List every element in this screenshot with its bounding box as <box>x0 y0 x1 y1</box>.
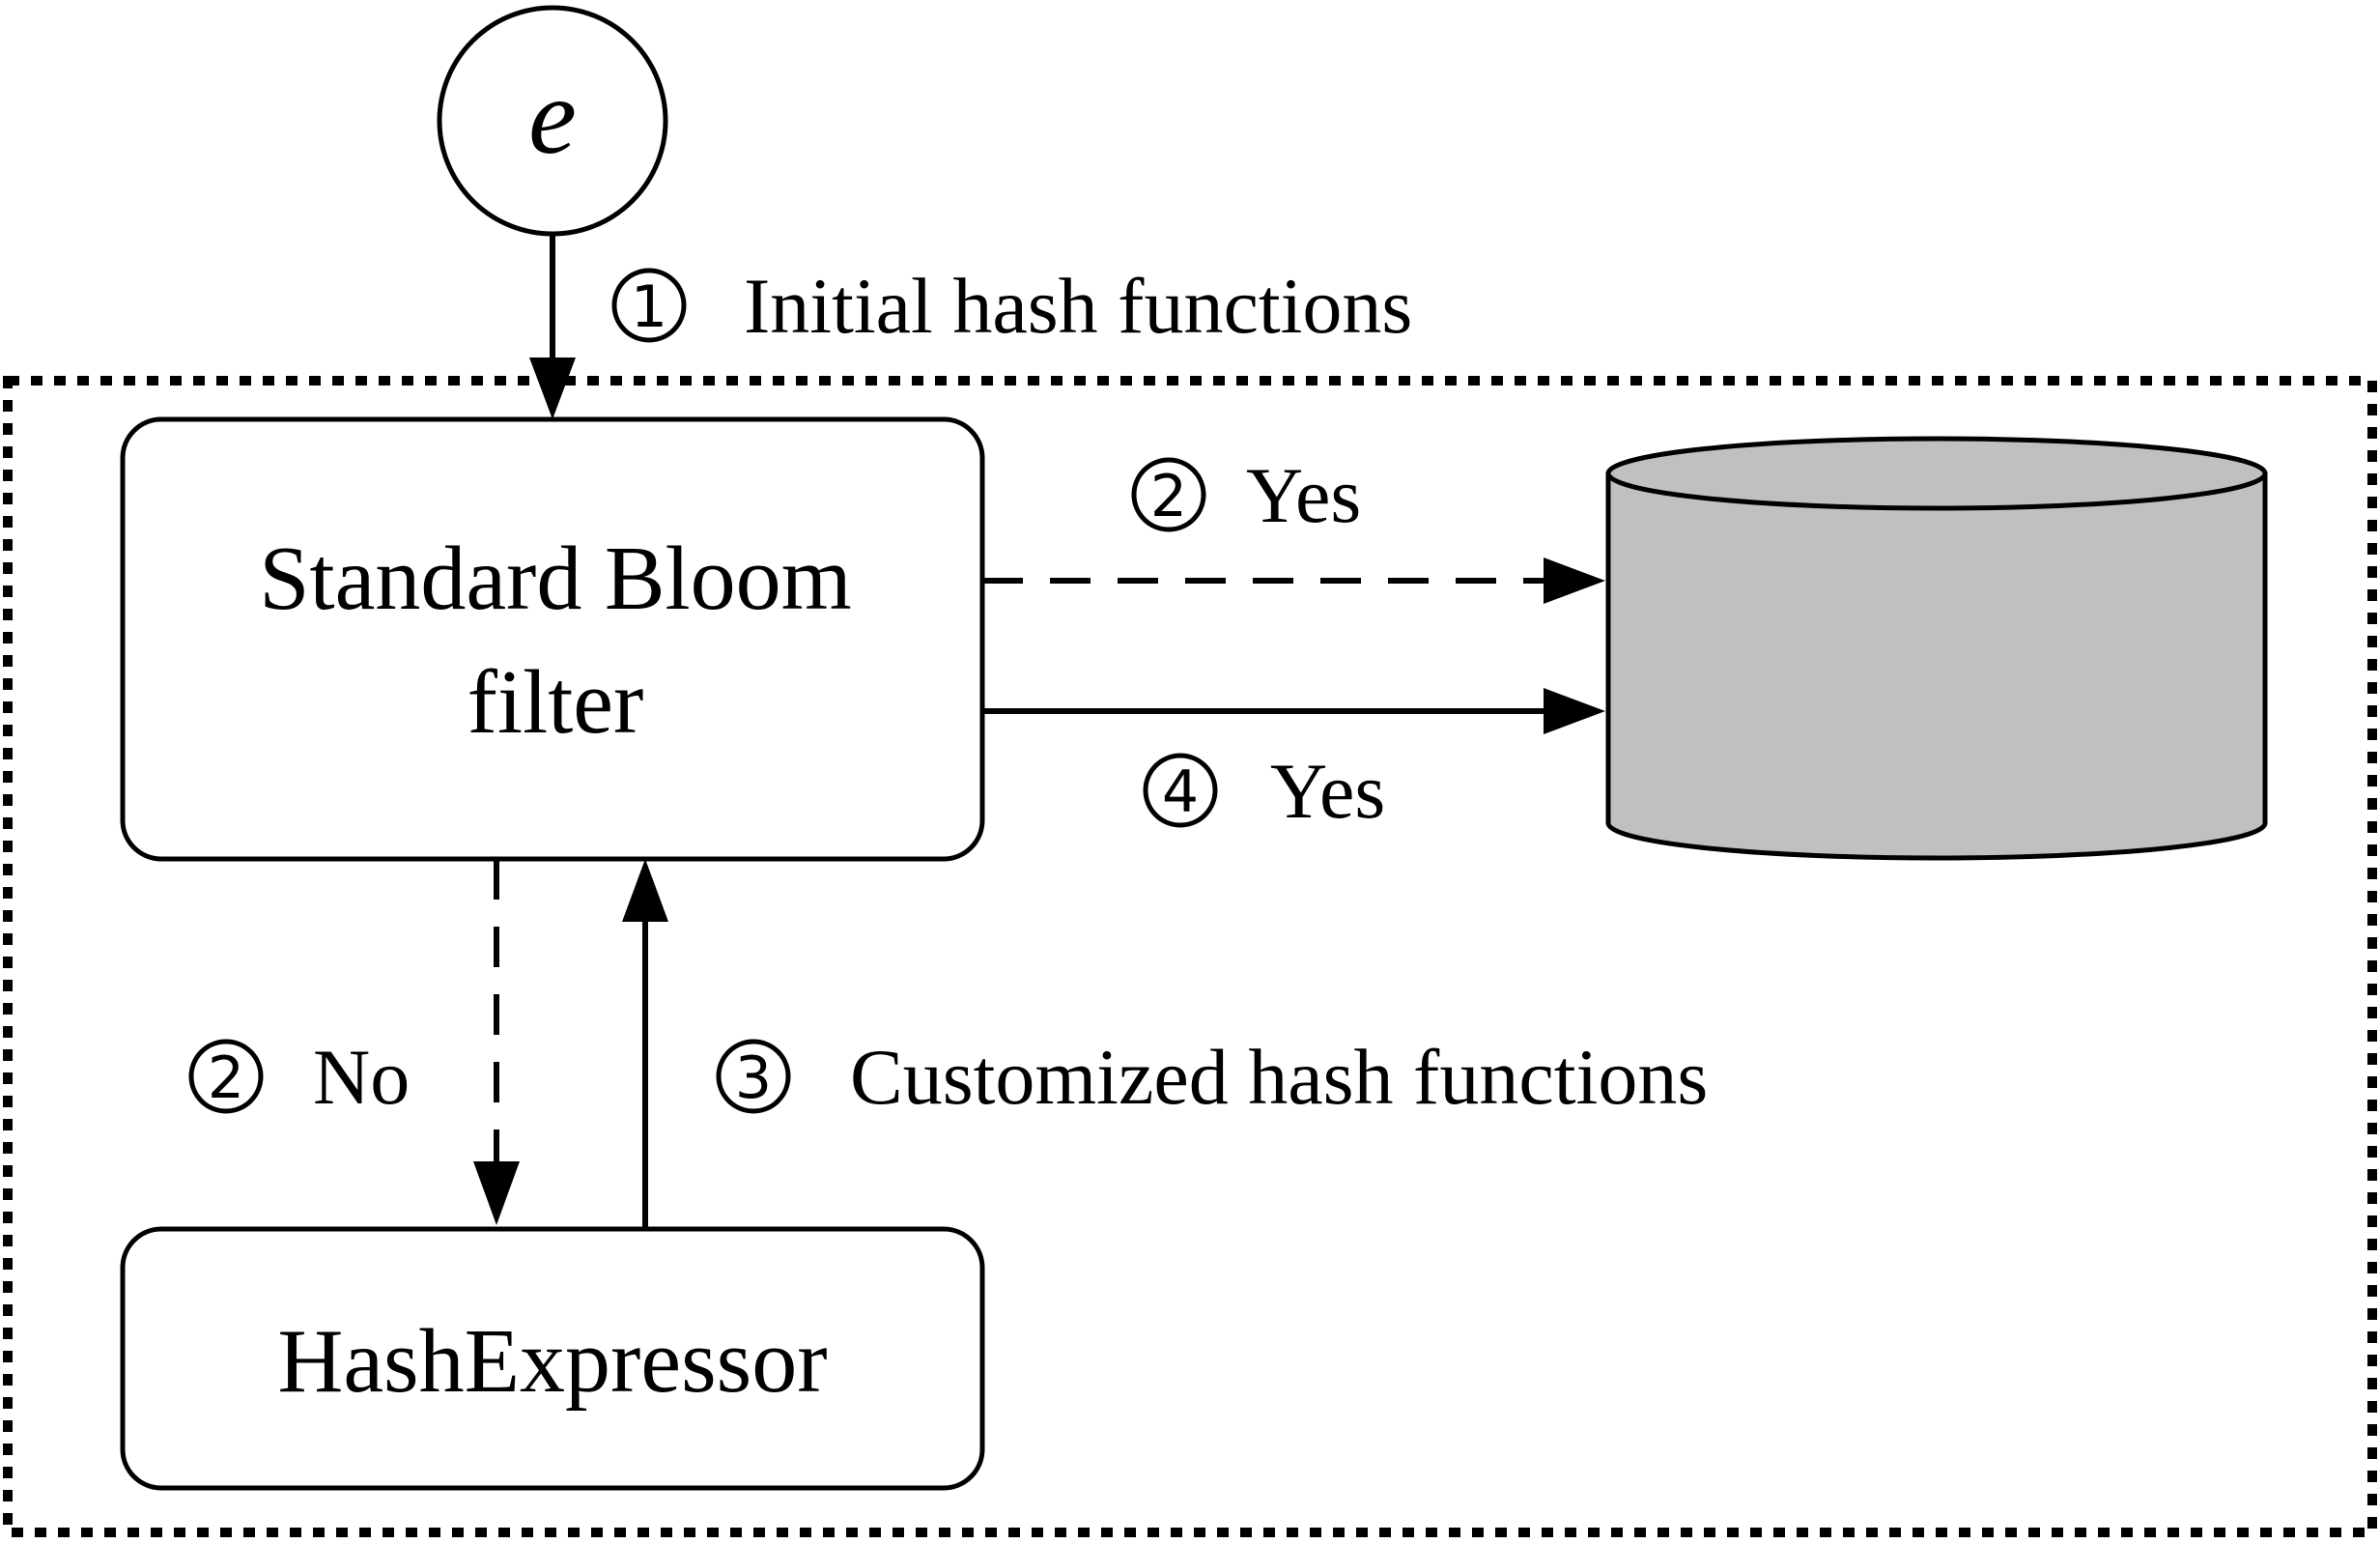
system-boundary <box>3 376 2377 1537</box>
step-badge-2-yes <box>1131 457 1206 532</box>
step-badge-4 <box>1143 753 1218 828</box>
standard-bloom-filter-node <box>120 416 985 862</box>
step-badge-1 <box>611 268 687 343</box>
database-node <box>1605 436 2268 861</box>
edge-label-step4-yes: Yes <box>1270 747 1385 835</box>
entity-label: e <box>528 57 577 177</box>
arrowhead-step2-no <box>473 1161 520 1225</box>
bloom-label-line2: filter <box>468 652 644 753</box>
hash-expressor-node <box>120 1226 985 1491</box>
edge-label-step2-no: No <box>313 1033 410 1121</box>
step-badge-2-no <box>188 1039 264 1114</box>
arrowhead-step3-customized <box>622 859 668 922</box>
database-top <box>1605 436 2268 511</box>
step-number-1: 1 <box>631 273 667 341</box>
bloom-label-line1: Standard Bloom <box>259 529 852 629</box>
step-number-3: 3 <box>735 1044 772 1112</box>
step-number-2-no: 2 <box>208 1044 244 1112</box>
arrowhead-initial-hash <box>529 357 576 419</box>
hash-expressor-label: HashExpressor <box>277 1311 827 1412</box>
step-number-2-yes: 2 <box>1150 463 1187 530</box>
arrowhead-step2-yes <box>1544 558 1605 604</box>
step-number-4: 4 <box>1162 758 1199 826</box>
edge-label-initial-hash: Initial hash functions <box>744 262 1412 350</box>
arrowhead-step4-yes <box>1544 688 1605 734</box>
database-body <box>1605 473 2268 861</box>
edge-label-step3-customized: Customized hash functions <box>850 1033 1708 1121</box>
step-badge-3 <box>716 1039 791 1114</box>
edge-label-step2-yes: Yes <box>1246 451 1361 539</box>
